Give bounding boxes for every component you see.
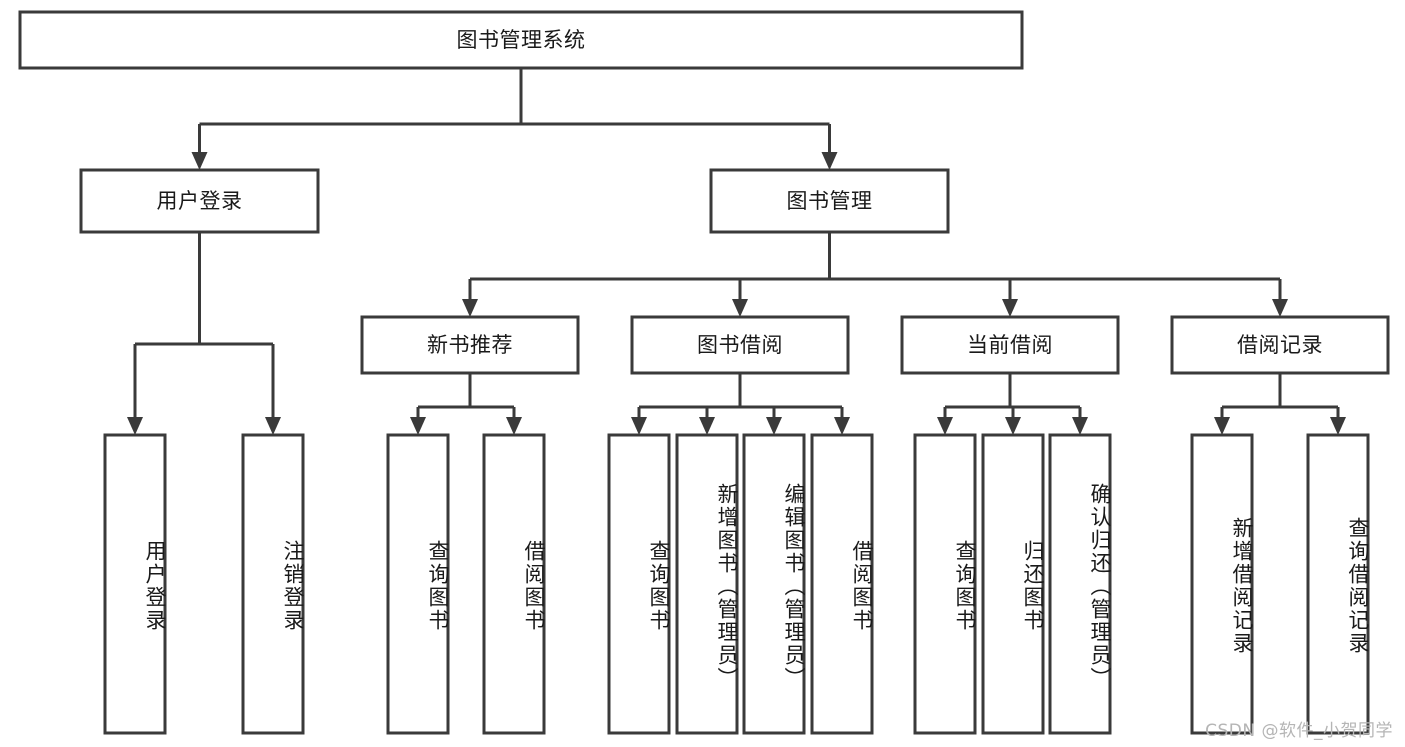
node-box-leaf-add-record[interactable] [1190, 433, 1254, 735]
arrow-head-leaf-borrow-book-b [834, 417, 850, 435]
arrow-head-book-borrow [732, 299, 748, 317]
node-box-user-login[interactable] [79, 168, 320, 234]
node-box-leaf-borrow-book-a[interactable] [482, 433, 546, 735]
connector-layer [127, 68, 1346, 435]
node-box-book-borrow[interactable] [630, 315, 850, 375]
node-box-leaf-query-book-b[interactable] [607, 433, 671, 735]
arrow-head-leaf-query-book-c [937, 417, 953, 435]
arrow-head-user-login [191, 152, 208, 170]
node-box-leaf-borrow-book-b[interactable] [810, 433, 874, 735]
watermark-text: CSDN @软件_小贺同学 [1205, 721, 1393, 741]
node-box-leaf-query-book-c[interactable] [913, 433, 977, 735]
arrow-head-leaf-edit-book [766, 417, 782, 435]
node-box-leaf-confirm-return[interactable] [1048, 433, 1112, 735]
node-box-new-book-recommend[interactable] [360, 315, 580, 375]
arrow-head-borrow-record [1272, 299, 1288, 317]
arrow-head-leaf-query-record [1330, 417, 1346, 435]
node-box-root[interactable] [18, 10, 1024, 70]
arrow-head-leaf-borrow-book-a [506, 417, 522, 435]
arrow-head-leaf-logout [265, 417, 281, 435]
arrow-head-leaf-return-book [1005, 417, 1021, 435]
node-box-layer [18, 10, 1390, 735]
arrow-head-current-borrow [1002, 299, 1018, 317]
node-box-leaf-add-book[interactable] [675, 433, 739, 735]
arrow-head-book-management [821, 152, 838, 170]
node-box-leaf-logout[interactable] [241, 433, 305, 735]
arrow-head-leaf-add-book [699, 417, 715, 435]
arrow-head-leaf-query-book-b [631, 417, 647, 435]
arrow-head-new-book-recommend [462, 299, 478, 317]
node-box-book-management[interactable] [709, 168, 950, 234]
node-box-leaf-query-book-a[interactable] [386, 433, 450, 735]
node-box-leaf-query-record[interactable] [1306, 433, 1370, 735]
node-box-current-borrow[interactable] [900, 315, 1120, 375]
arrow-head-leaf-user-login [127, 417, 143, 435]
node-box-leaf-return-book[interactable] [981, 433, 1045, 735]
arrow-head-leaf-add-record [1214, 417, 1230, 435]
arrow-head-leaf-query-book-a [410, 417, 426, 435]
node-box-borrow-record[interactable] [1170, 315, 1390, 375]
arrow-head-leaf-confirm-return [1072, 417, 1088, 435]
node-box-leaf-user-login[interactable] [103, 433, 167, 735]
node-box-leaf-edit-book[interactable] [742, 433, 806, 735]
